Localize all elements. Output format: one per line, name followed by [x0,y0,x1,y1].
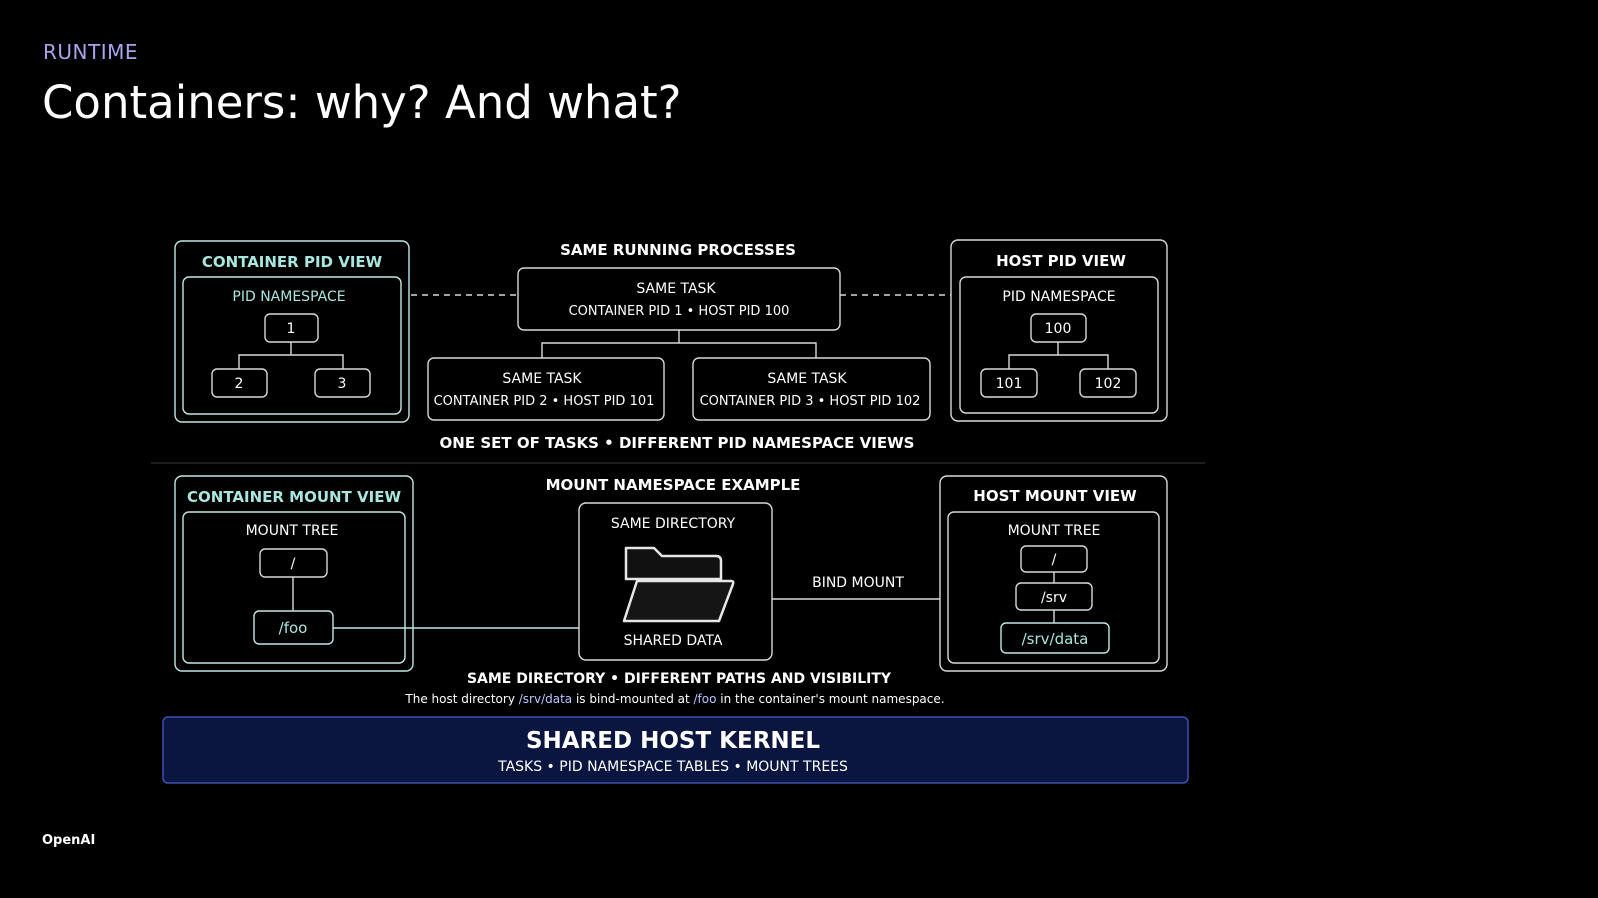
shared-host-kernel: SHARED HOST KERNEL TASKS • PID NAMESPACE… [162,716,1189,784]
host-pid-view-title: HOST PID VIEW [996,252,1126,270]
child-task-1-label: SAME TASK [502,371,582,387]
mount-explanation-note: The host directory /srv/data is bind-mou… [404,692,944,706]
host-pid-namespace-label: PID NAMESPACE [1002,289,1115,305]
host-pid-view: HOST PID VIEW PID NAMESPACE 100 101 102 [950,239,1168,422]
same-directory-label: SAME DIRECTORY [611,516,736,532]
kernel-title: SHARED HOST KERNEL [526,728,820,754]
host-mount-srv-data-label: /srv/data [1022,630,1089,648]
kernel-subtitle: TASKS • PID NAMESPACE TABLES • MOUNT TRE… [497,759,848,775]
task-tree-connector [541,330,817,358]
host-mount-root-label: / [1052,552,1057,568]
child-task-box-1 [427,357,665,421]
container-pid-node-3 [314,368,371,398]
container-pid-view-title: CONTAINER PID VIEW [202,253,383,271]
container-pid-tree-connector [238,342,344,369]
container-mount-root-label: / [291,556,296,572]
child-task-2-label: SAME TASK [767,371,847,387]
host-pid-node-102 [1079,368,1137,398]
main-task-label: SAME TASK [636,281,716,297]
container-pid-node-1-label: 1 [287,321,296,337]
child-task-1-detail: CONTAINER PID 2 • HOST PID 101 [434,394,655,409]
host-mount-tree-label: MOUNT TREE [1008,523,1101,539]
container-mount-tree-label: MOUNT TREE [246,523,339,539]
section-eyebrow: RUNTIME [43,40,139,64]
container-mount-view: CONTAINER MOUNT VIEW MOUNT TREE / /foo [174,475,414,672]
host-mount-srv-label: /srv [1041,590,1067,606]
pid-section-caption: ONE SET OF TASKS • DIFFERENT PID NAMESPA… [440,434,915,452]
container-pid-view: CONTAINER PID VIEW PID NAMESPACE 1 2 3 [174,240,410,423]
container-pid-node-3-label: 3 [338,376,347,392]
mount-namespace-example: MOUNT NAMESPACE EXAMPLE SAME DIRECTORY S… [546,476,801,661]
same-directory-box [578,502,773,661]
container-mount-foo-label: /foo [279,619,308,637]
host-mount-view: HOST MOUNT VIEW MOUNT TREE / /srv /srv/d… [939,475,1168,672]
openai-logo: OpenAI [42,833,96,848]
host-pid-node-101-label: 101 [996,376,1023,392]
host-mount-srv-data-node [1000,622,1110,654]
container-pid-node-2 [211,368,268,398]
container-pid-node-2-label: 2 [235,376,244,392]
note-path-srv-data: /srv/data [519,692,572,706]
main-task-box [517,267,841,331]
note-path-foo: /foo [694,692,717,706]
kernel-box [162,716,1189,784]
same-running-processes-title: SAME RUNNING PROCESSES [560,241,796,259]
host-pid-node-101 [980,368,1038,398]
host-pid-node-100-label: 100 [1045,321,1072,337]
note-part-3: in the container's mount namespace. [716,692,944,706]
mount-namespace-example-title: MOUNT NAMESPACE EXAMPLE [546,476,801,494]
child-task-2-detail: CONTAINER PID 3 • HOST PID 102 [700,394,921,409]
host-pid-tree-connector [1008,342,1109,369]
bind-mount-label: BIND MOUNT [812,575,904,591]
child-task-box-2 [692,357,931,421]
shared-data-label: SHARED DATA [624,633,723,649]
page-title: Containers: why? And what? [42,76,682,129]
note-part-2: is bind-mounted at [572,692,693,706]
host-pid-node-102-label: 102 [1095,376,1122,392]
container-mount-view-title: CONTAINER MOUNT VIEW [187,488,401,506]
host-mount-view-title: HOST MOUNT VIEW [973,487,1137,505]
container-pid-namespace-label: PID NAMESPACE [232,289,345,305]
note-part-1: The host directory [404,692,518,706]
main-task-detail: CONTAINER PID 1 • HOST PID 100 [569,304,790,319]
same-running-processes: SAME RUNNING PROCESSES SAME TASK CONTAIN… [427,241,931,421]
folder-icon [622,546,735,623]
mount-section-caption: SAME DIRECTORY • DIFFERENT PATHS AND VIS… [467,671,892,687]
